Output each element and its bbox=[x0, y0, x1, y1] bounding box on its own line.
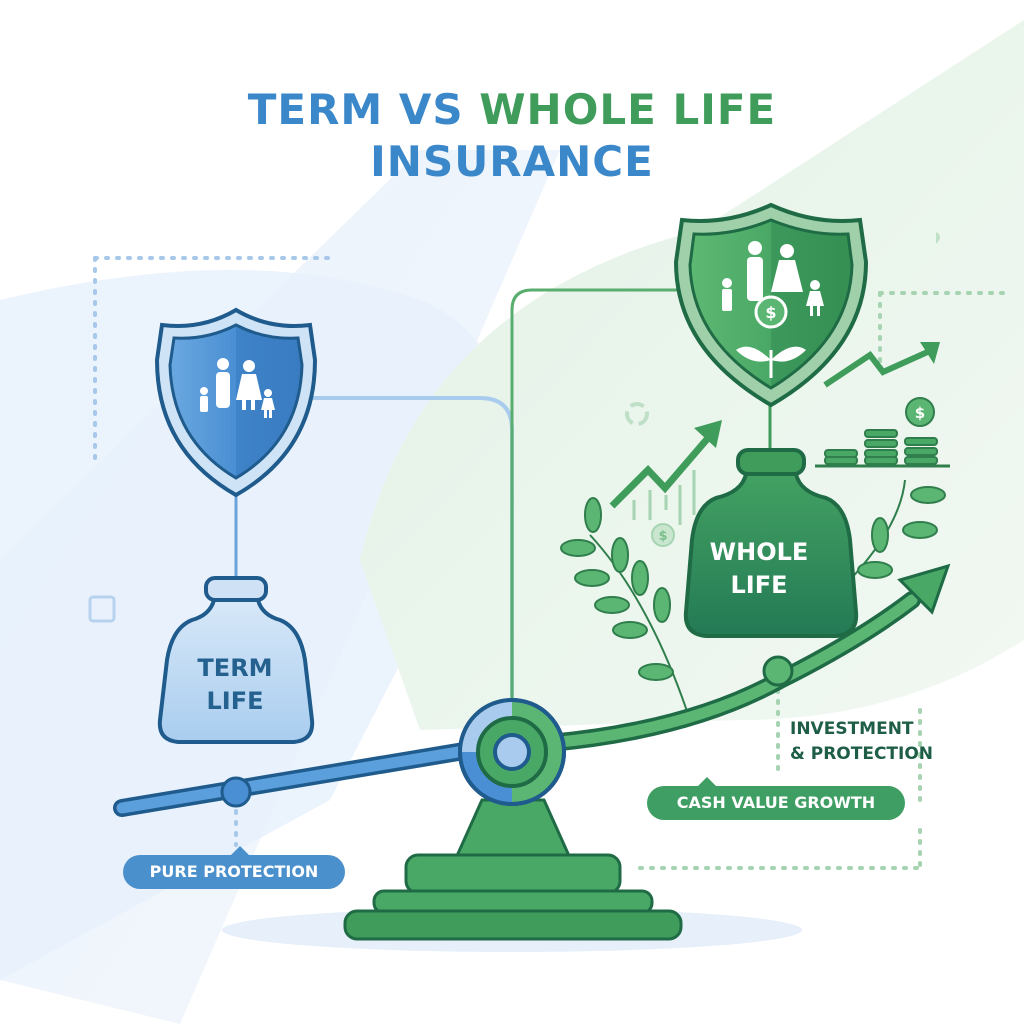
whole-life-weight bbox=[683, 448, 859, 638]
title-line-1: TERM VS WHOLE LIFE bbox=[0, 84, 1024, 136]
family-icon bbox=[200, 358, 275, 418]
whole-label-line-1: WHOLE bbox=[709, 538, 809, 566]
term-shield-icon bbox=[154, 307, 318, 498]
whole-shield-icon: $ bbox=[673, 202, 869, 408]
balance-scale bbox=[113, 563, 951, 941]
coin-stacks-icon: $ bbox=[815, 342, 950, 468]
term-life-label: TERM LIFE bbox=[160, 652, 310, 718]
square-decoration bbox=[88, 595, 116, 623]
title-line-2: INSURANCE bbox=[370, 137, 654, 186]
leaf-branch-icon bbox=[560, 479, 946, 721]
page-title: TERM VS WHOLE LIFE INSURANCE bbox=[0, 84, 1024, 188]
connector-lines bbox=[234, 288, 772, 700]
term-label-line-2: LIFE bbox=[206, 687, 264, 715]
term-label-line-1: TERM bbox=[197, 654, 273, 682]
title-term-vs: TERM VS bbox=[247, 85, 464, 134]
title-whole-life: WHOLE LIFE bbox=[479, 85, 777, 134]
svg-text:$: $ bbox=[658, 529, 667, 544]
whole-life-label: WHOLE LIFE bbox=[686, 536, 832, 602]
svg-text:$: $ bbox=[765, 303, 776, 322]
term-life-weight bbox=[157, 576, 315, 744]
pure-protection-badge: PURE PROTECTION bbox=[123, 846, 345, 889]
dotted-guides bbox=[93, 256, 1012, 870]
whole-label-line-2: LIFE bbox=[730, 571, 788, 599]
cash-value-growth-badge: CASH VALUE GROWTH bbox=[647, 777, 905, 820]
description-line-2: & PROTECTION bbox=[790, 744, 934, 764]
description-line-1: INVESTMENT bbox=[790, 719, 914, 739]
investment-protection-text: INVESTMENT & PROTECTION bbox=[790, 717, 933, 767]
svg-text:$: $ bbox=[915, 404, 925, 422]
dollar-coin-icon bbox=[754, 295, 788, 329]
family-icon bbox=[722, 241, 824, 378]
growth-arrow-icon: $ bbox=[609, 420, 722, 547]
